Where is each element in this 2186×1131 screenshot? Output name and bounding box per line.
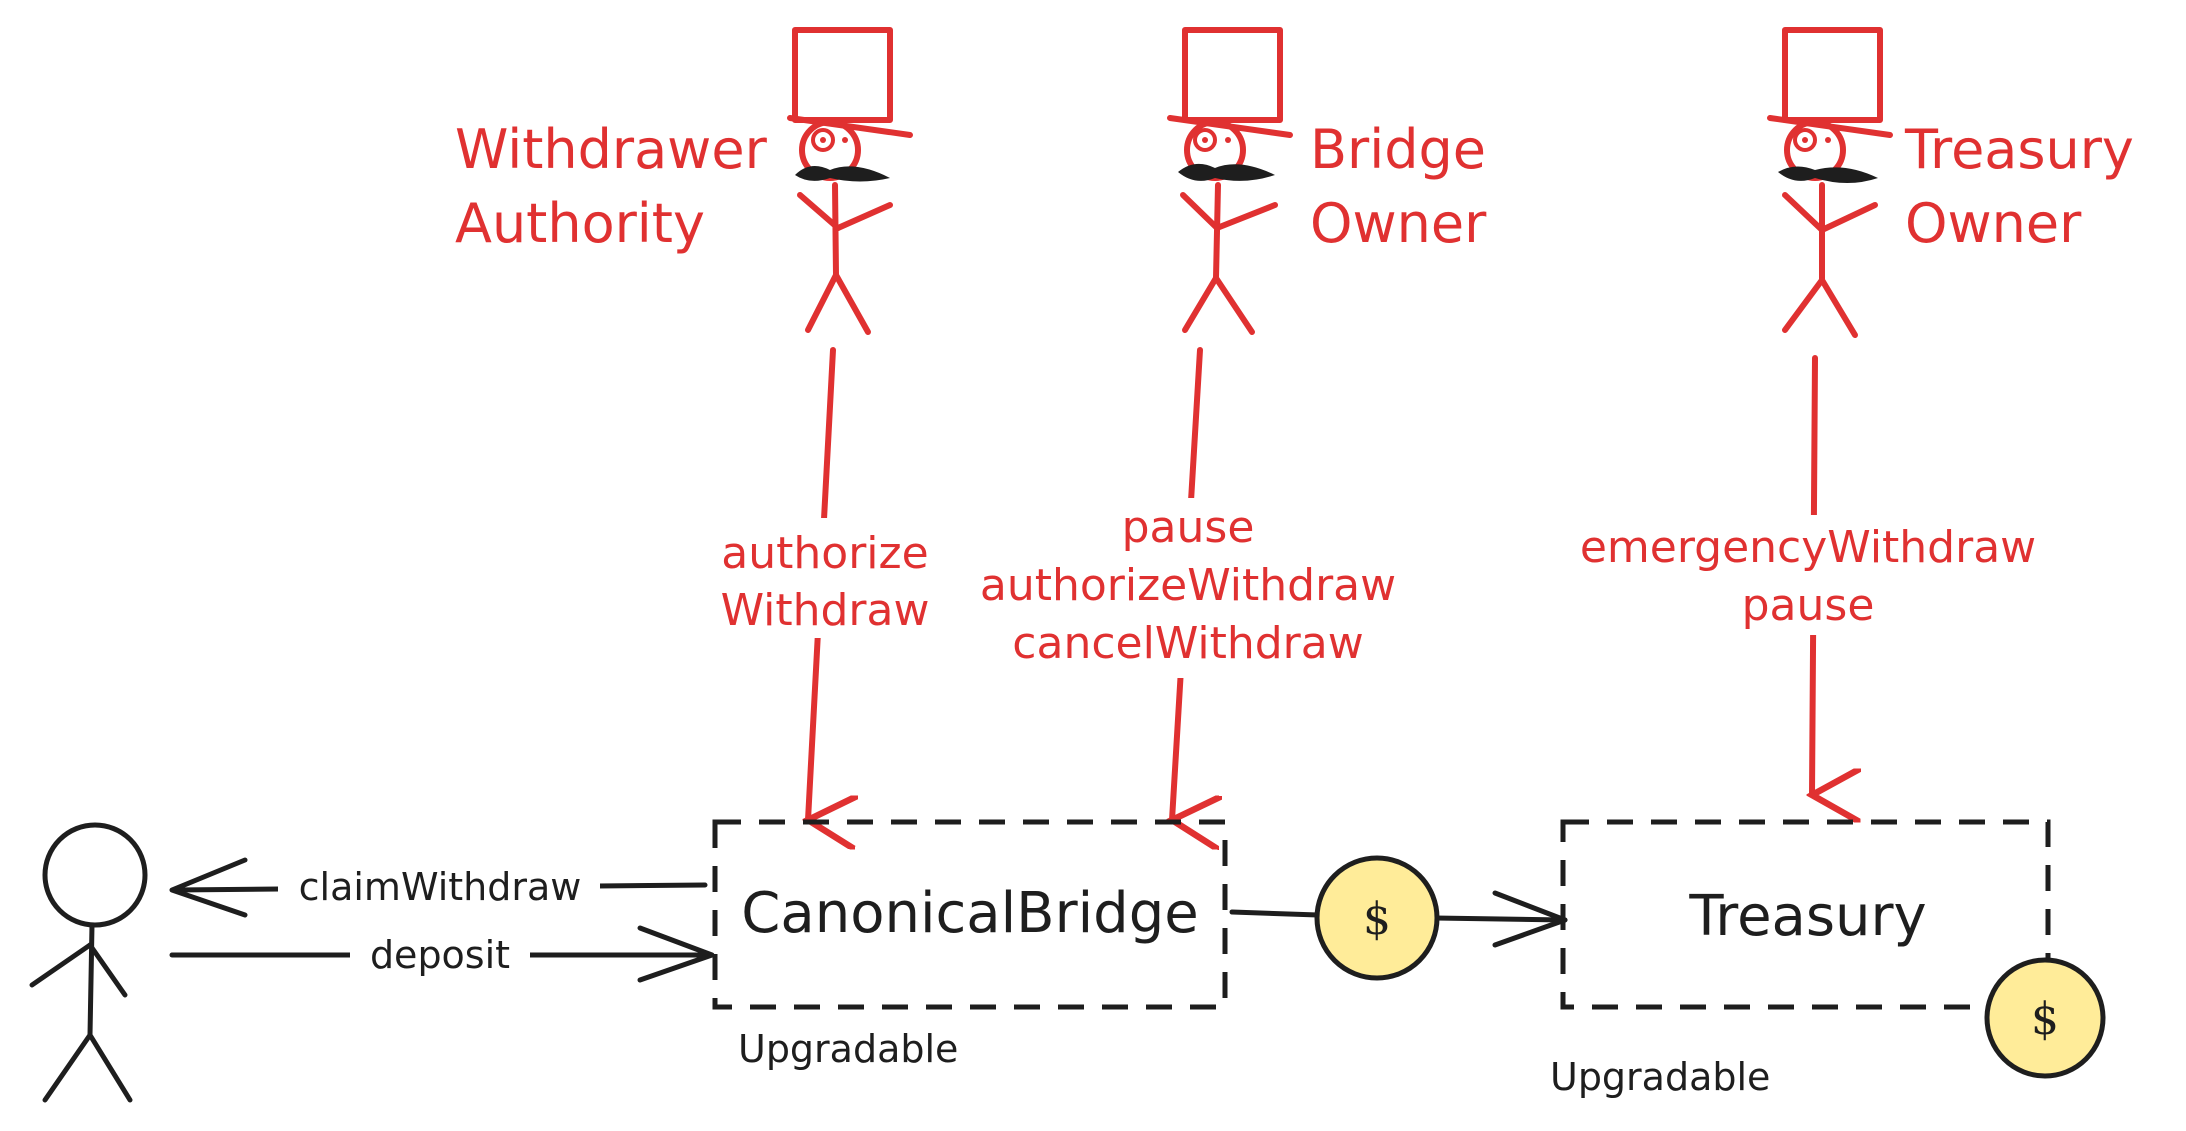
monocle-icon	[1193, 128, 1231, 152]
treasury-owner-label-line2: Owner	[1905, 192, 2082, 255]
canonical-bridge-name: CanonicalBridge	[741, 881, 1198, 946]
treasury-owner-action-emergency-withdraw: emergencyWithdraw	[1580, 522, 2036, 573]
user-head-icon	[42, 822, 148, 928]
bridge-owner-figure	[1167, 27, 1293, 335]
withdrawer-authority-label-line1: Withdrawer	[455, 118, 768, 181]
treasury-name: Treasury	[1688, 884, 1926, 949]
canonical-bridge-upgradable-tag: Upgradable	[738, 1027, 958, 1071]
bridge-owner-action-authorize-withdraw: authorizeWithdraw	[980, 560, 1396, 611]
bridge-owner-action-pause: pause	[1122, 502, 1255, 553]
claim-withdraw-label: claimWithdraw	[299, 865, 582, 909]
bridge-owner-action-cancel-withdraw: cancelWithdraw	[1012, 618, 1363, 669]
bridge-owner-label-line2: Owner	[1310, 192, 1487, 255]
bridge-owner-label-line1: Bridge	[1310, 118, 1486, 181]
treasury-owner-label-line1: Treasury	[1904, 118, 2134, 181]
treasury-upgradable-tag: Upgradable	[1550, 1055, 1770, 1099]
authorize-withdraw-label-line1: authorize	[721, 528, 928, 579]
user-figure	[29, 822, 148, 1103]
withdrawer-authority-figure	[787, 27, 913, 335]
mustache-icon	[795, 166, 890, 182]
authorize-withdraw-label-line2: Withdraw	[721, 585, 930, 636]
treasury-owner-action-pause: pause	[1742, 580, 1875, 631]
top-hat-icon	[1167, 27, 1293, 138]
treasury-dollar-coin-icon: $	[1984, 957, 2106, 1079]
top-hat-icon	[787, 27, 913, 138]
deposit-label: deposit	[370, 933, 510, 977]
monocle-icon	[1793, 128, 1831, 152]
dollar-coin-icon: $	[1314, 855, 1440, 981]
withdrawer-authority-label-line2: Authority	[455, 192, 705, 255]
treasury-owner-figure	[1767, 27, 1893, 338]
mustache-icon	[1178, 163, 1275, 181]
transfer-coin-symbol: $	[1363, 894, 1391, 945]
top-hat-icon	[1767, 27, 1893, 138]
treasury-box	[1560, 819, 2051, 1010]
monocle-icon	[811, 128, 848, 152]
canonical-bridge-box	[712, 819, 1228, 1010]
mustache-icon	[1778, 166, 1878, 183]
treasury-coin-symbol: $	[2031, 994, 2059, 1045]
